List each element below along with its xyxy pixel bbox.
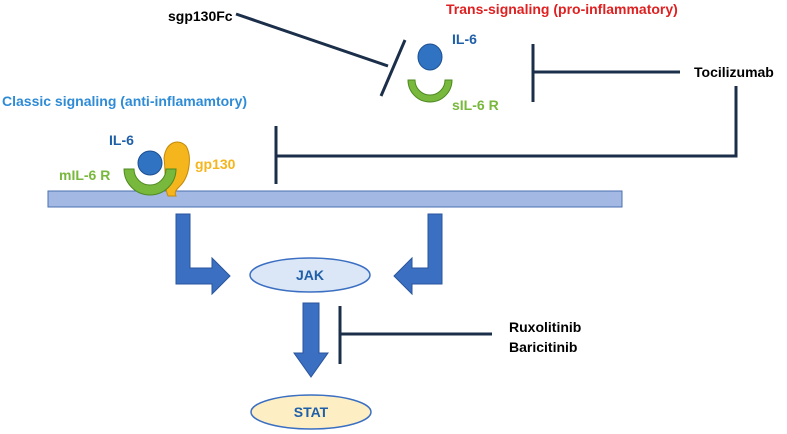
ruxolitinib-label: Ruxolitinib [509,319,581,335]
il6-ball-classic [137,150,163,176]
baricitinib-label: Baricitinib [509,339,577,355]
tocilizumab-classic-line [276,86,738,158]
tocilizumab-label: Tocilizumab [694,64,774,80]
il6-ball-trans [417,43,443,71]
il6-trans-label: IL-6 [452,31,477,47]
sgp130fc-inhibition-line [235,12,389,68]
trans-to-jak-arrow [393,213,443,296]
mil6r-label: mIL-6 R [59,167,110,183]
gp130-label: gp130 [195,156,236,172]
sil6r-receptor [407,79,453,103]
sil6r-label: sIL-6 R [452,97,499,113]
stat-label: STAT [294,404,329,420]
jak-to-stat-arrow [293,302,329,378]
stat-node [250,394,372,430]
classic-to-jak-arrow [175,213,231,296]
sgp130fc-inhibition-bar [379,39,407,97]
classic-signaling-title: Classic signaling (anti-inflamamtory) [2,93,247,109]
cell-membrane [47,190,623,208]
trans-signaling-title: Trans-signaling (pro-inflammatory) [446,1,678,17]
mil6r-receptor [123,168,177,196]
sgp130fc-label: sgp130Fc [168,8,233,24]
jak-node [249,257,371,293]
il6-classic-label: IL-6 [109,132,134,148]
jak-label: JAK [296,267,324,283]
